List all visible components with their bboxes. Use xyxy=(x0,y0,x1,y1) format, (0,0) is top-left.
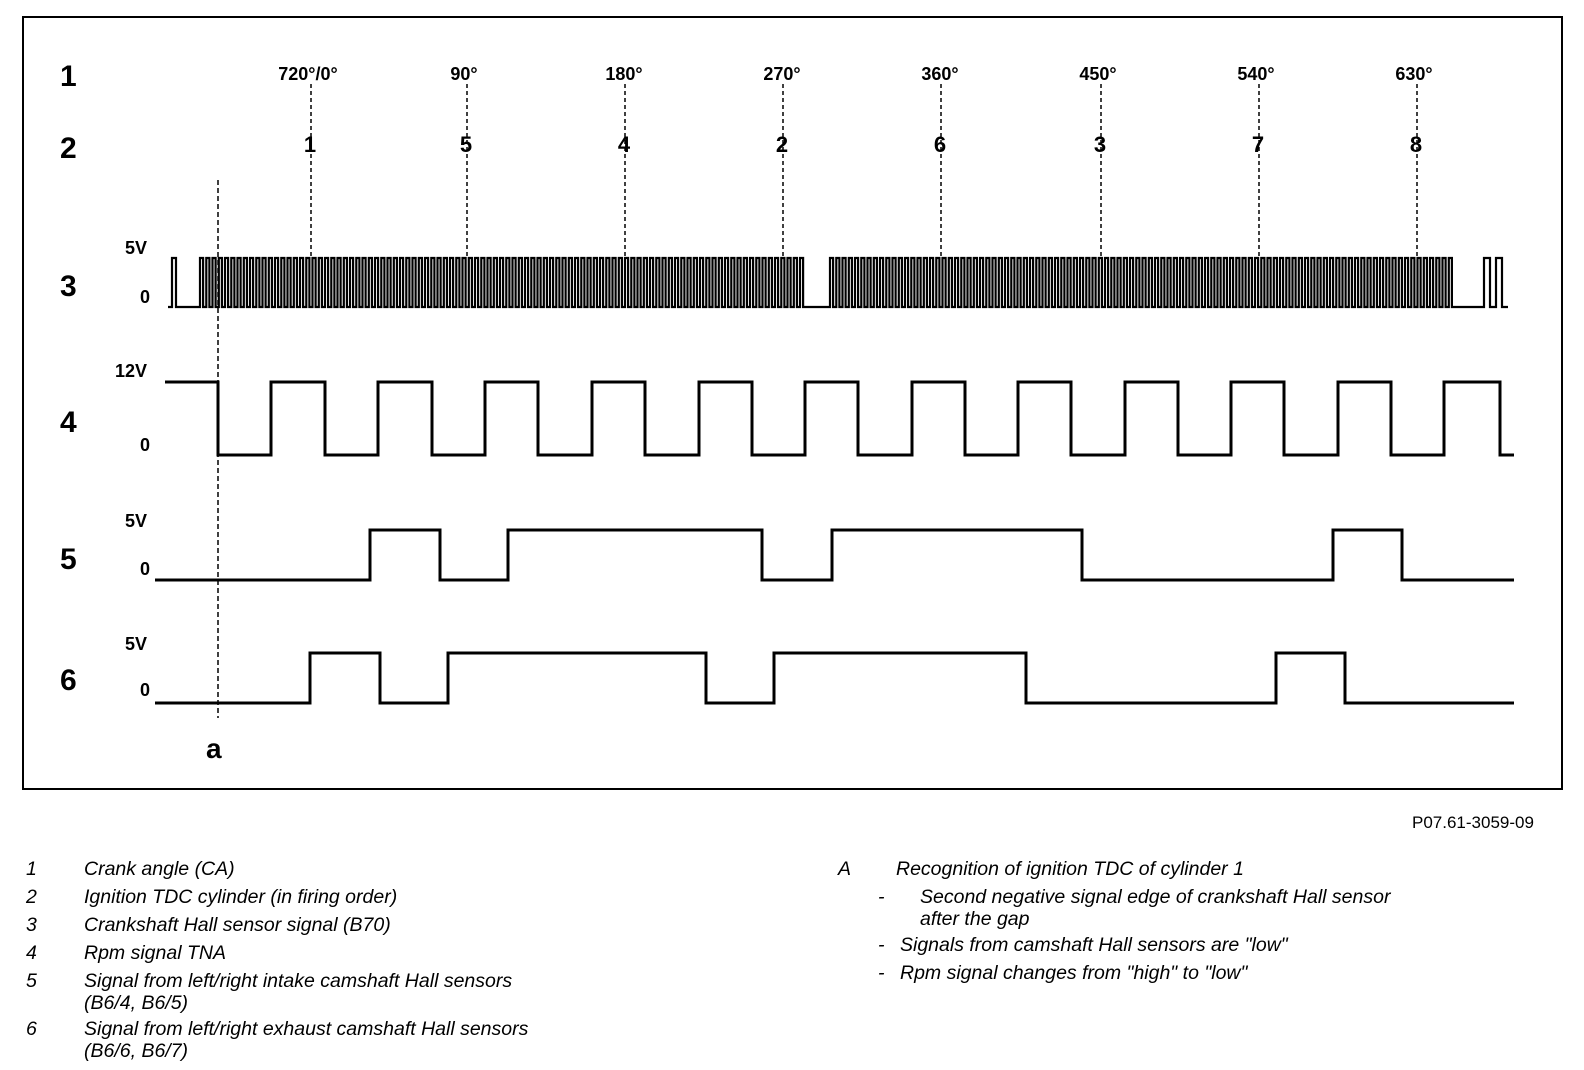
legend-num: 3 xyxy=(26,914,37,936)
legend-dash: - xyxy=(878,886,885,908)
legend-subtext-cont: after the gap xyxy=(920,908,1030,930)
legend-item-3: 3 Crankshaft Hall sensor signal (B70) xyxy=(26,911,666,939)
legend-num: 4 xyxy=(26,942,37,964)
angle-label: 360° xyxy=(921,64,958,84)
legend-item-A: A Recognition of ignition TDC of cylinde… xyxy=(838,855,1538,883)
legend-text-cont: (B6/4, B6/5) xyxy=(84,992,189,1014)
legend-subtext: Rpm signal changes from "high" to "low" xyxy=(900,962,1248,984)
legend-item-1: 1 Crank angle (CA) xyxy=(26,855,666,883)
legend-num: 5 xyxy=(26,970,37,992)
legend-text: Crank angle (CA) xyxy=(84,858,235,880)
legend-subtext: Signals from camshaft Hall sensors are "… xyxy=(900,934,1288,956)
legend-num: 2 xyxy=(26,886,37,908)
angle-label: 270° xyxy=(763,64,800,84)
tdc-label: 4 xyxy=(618,132,631,157)
marker-a-label: a xyxy=(206,733,222,764)
angle-label: 540° xyxy=(1237,64,1274,84)
angle-label: 90° xyxy=(450,64,477,84)
tdc-guides xyxy=(310,84,1418,256)
intake-camshaft-signal xyxy=(155,528,1514,582)
angle-label: 450° xyxy=(1079,64,1116,84)
legend-item-2: 2 Ignition TDC cylinder (in firing order… xyxy=(26,883,666,911)
row-label-3: 3 xyxy=(60,270,77,303)
row6-low-label: 0 xyxy=(140,680,150,700)
legend-item-6: 6 Signal from left/right exhaust camshaf… xyxy=(26,1015,666,1063)
tdc-label: 6 xyxy=(934,132,946,157)
crank-angle-labels: 720°/0° 90° 180° 270° 360° 450° 540° 630… xyxy=(278,64,1432,84)
crankshaft-hall-signal xyxy=(168,256,1508,309)
legend-left: 1 Crank angle (CA) 2 Ignition TDC cylind… xyxy=(26,855,666,1063)
legend-text: Rpm signal TNA xyxy=(84,942,226,964)
row3-low-label: 0 xyxy=(140,287,150,307)
legend-text: Signal from left/right exhaust camshaft … xyxy=(84,1018,529,1040)
row4-low-label: 0 xyxy=(140,435,150,455)
legend-text-cont: (B6/6, B6/7) xyxy=(84,1040,189,1062)
legend-dash: - xyxy=(878,934,885,956)
angle-label: 720°/0° xyxy=(278,64,337,84)
legend-text: Crankshaft Hall sensor signal (B70) xyxy=(84,914,391,936)
angle-label: 180° xyxy=(605,64,642,84)
tdc-label: 3 xyxy=(1094,132,1106,157)
row-label-1: 1 xyxy=(60,60,77,93)
row-label-5: 5 xyxy=(60,543,77,576)
legend-num: 6 xyxy=(26,1018,37,1040)
firing-order-labels: 1 5 4 2 6 3 7 8 xyxy=(304,132,1422,157)
legend-subtext: Second negative signal edge of crankshaf… xyxy=(920,886,1391,908)
row4-high-label: 12V xyxy=(115,361,147,381)
legend-num: 1 xyxy=(26,858,37,880)
tdc-label: 7 xyxy=(1252,132,1264,157)
tdc-label: 5 xyxy=(460,132,472,157)
diagram-frame xyxy=(22,16,1563,790)
legend-dash: - xyxy=(878,962,885,984)
row3-high-label: 5V xyxy=(125,238,147,258)
legend-subitem-2: - Signals from camshaft Hall sensors are… xyxy=(838,931,1538,959)
rpm-signal xyxy=(165,380,1514,457)
row5-low-label: 0 xyxy=(140,559,150,579)
tdc-label: 2 xyxy=(776,132,788,157)
legend-text: Signal from left/right intake camshaft H… xyxy=(84,970,513,992)
reference-code: P07.61-3059-09 xyxy=(1412,813,1534,832)
timing-diagram: 1 2 3 4 5 6 5V 0 12V 0 5V 0 5V 0 720°/0°… xyxy=(22,16,1563,790)
tdc-label: 1 xyxy=(304,132,316,157)
legend-subitem-3: - Rpm signal changes from "high" to "low… xyxy=(838,959,1538,987)
angle-label: 630° xyxy=(1395,64,1432,84)
row5-high-label: 5V xyxy=(125,511,147,531)
legend-key: A xyxy=(838,858,852,880)
legend-subitem-1: - Second negative signal edge of cranksh… xyxy=(838,883,1538,931)
row-label-2: 2 xyxy=(60,132,77,165)
row6-high-label: 5V xyxy=(125,634,147,654)
legend-title: Recognition of ignition TDC of cylinder … xyxy=(896,858,1244,880)
legend-text: Ignition TDC cylinder (in firing order) xyxy=(84,886,398,908)
exhaust-camshaft-signal xyxy=(155,651,1514,705)
row-label-6: 6 xyxy=(60,664,77,697)
row-label-4: 4 xyxy=(60,406,77,439)
tdc-label: 8 xyxy=(1410,132,1422,157)
legend-item-4: 4 Rpm signal TNA xyxy=(26,939,666,967)
legend-right: A Recognition of ignition TDC of cylinde… xyxy=(838,855,1538,987)
legend-item-5: 5 Signal from left/right intake camshaft… xyxy=(26,967,666,1015)
